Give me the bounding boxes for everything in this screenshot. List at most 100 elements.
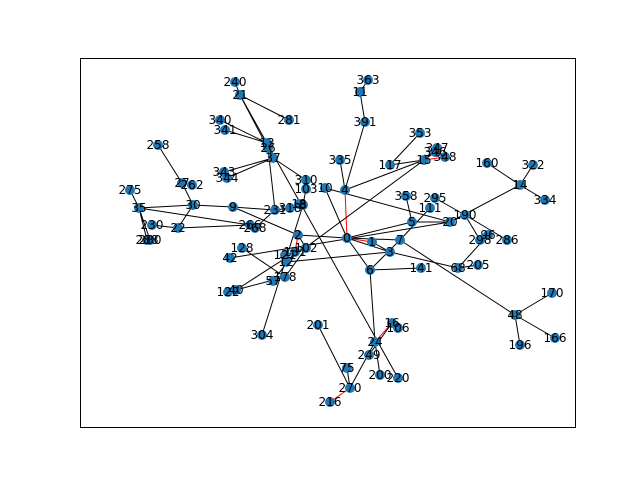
node-label-141: 141 — [410, 261, 433, 275]
edge-4-335 — [339, 159, 346, 191]
node-label-7: 7 — [396, 233, 404, 247]
node-label-48: 48 — [507, 308, 522, 322]
edge-0-2 — [297, 234, 348, 239]
node-label-128: 128 — [231, 241, 254, 255]
node-label-220: 220 — [387, 371, 410, 385]
node-label-37: 37 — [265, 151, 280, 165]
node-label-6: 6 — [366, 263, 374, 277]
node-35 — [134, 203, 144, 213]
node-label-295: 295 — [424, 191, 447, 205]
edge-7-48 — [399, 239, 516, 316]
edge-6-141 — [369, 267, 422, 271]
edge-15-117 — [389, 159, 425, 166]
node-26 — [263, 143, 273, 153]
edge-35-288 — [138, 207, 148, 241]
node-label-12: 12 — [278, 255, 293, 269]
node-102 — [301, 243, 311, 253]
node-label-18: 18 — [291, 197, 306, 211]
node-37 — [268, 153, 278, 163]
node-40 — [231, 285, 241, 295]
node-258 — [153, 140, 163, 150]
node-57 — [268, 276, 278, 286]
edge-3-12 — [285, 251, 391, 263]
node-label-160: 160 — [476, 156, 499, 170]
node-7 — [395, 235, 405, 245]
node-label-230: 230 — [141, 218, 164, 232]
node-334 — [540, 195, 550, 205]
node-label-68: 68 — [450, 261, 465, 275]
edge-35-266 — [138, 207, 251, 226]
edge-9-231 — [232, 206, 276, 211]
edge-0-6 — [346, 237, 371, 271]
edge-190-286 — [464, 214, 508, 241]
node-label-310: 310 — [295, 173, 318, 187]
node-30 — [188, 200, 198, 210]
edge-9-30 — [192, 204, 234, 208]
node-label-170: 170 — [541, 286, 564, 300]
edge-22-266 — [177, 224, 251, 229]
node-6 — [365, 265, 375, 275]
node-label-363: 363 — [357, 73, 380, 87]
edge-0-4 — [344, 189, 348, 239]
node-label-27: 27 — [174, 176, 189, 190]
node-label-24: 24 — [367, 335, 382, 349]
node-label-21: 21 — [232, 88, 247, 102]
node-label-1: 1 — [368, 235, 376, 249]
node-label-318: 318 — [279, 201, 302, 215]
node-5 — [407, 217, 417, 227]
node-label-348: 348 — [434, 150, 457, 164]
node-label-111: 111 — [419, 201, 442, 215]
node-201 — [313, 320, 323, 330]
node-340 — [215, 115, 225, 125]
node-128 — [237, 243, 247, 253]
edge-4-15 — [344, 159, 425, 191]
nodes-layer — [125, 75, 560, 407]
node-label-13: 13 — [259, 136, 274, 150]
node-170 — [547, 288, 557, 298]
node-label-341: 341 — [214, 123, 237, 137]
node-18 — [294, 199, 304, 209]
node-label-75: 75 — [339, 361, 354, 375]
node-label-15: 15 — [416, 153, 431, 167]
node-353 — [415, 128, 425, 138]
node-label-280: 280 — [139, 233, 162, 247]
edge-391-11 — [359, 91, 366, 123]
node-label-358: 358 — [395, 189, 418, 203]
edge-24-200 — [374, 341, 381, 376]
node-label-205: 205 — [467, 258, 490, 272]
node-344 — [222, 173, 232, 183]
node-391 — [360, 117, 370, 127]
node-22 — [173, 223, 183, 233]
node-275 — [125, 185, 135, 195]
node-label-344: 344 — [216, 171, 239, 185]
node-label-216: 216 — [319, 395, 342, 409]
node-label-35: 35 — [131, 201, 146, 215]
edge-48-196 — [514, 314, 521, 346]
edge-3-68 — [389, 251, 459, 269]
edge-8-304 — [261, 204, 304, 336]
node-42 — [225, 253, 235, 263]
node-label-103: 103 — [295, 182, 318, 196]
node-121 — [280, 250, 290, 260]
node-label-268: 268 — [244, 221, 267, 235]
node-178 — [280, 272, 290, 282]
node-label-288: 288 — [136, 233, 159, 247]
edge-16-249 — [368, 322, 393, 356]
node-label-335: 335 — [329, 153, 352, 167]
node-label-11: 11 — [352, 85, 367, 99]
node-label-391: 391 — [354, 115, 377, 129]
edge-48-166 — [514, 314, 556, 339]
node-label-106: 106 — [387, 321, 410, 335]
node-label-102: 102 — [295, 241, 318, 255]
edge-30-35 — [138, 204, 194, 209]
node-322 — [528, 160, 538, 170]
edge-21-281 — [239, 94, 290, 121]
node-220 — [393, 373, 403, 383]
node-270 — [345, 383, 355, 393]
node-318 — [285, 203, 295, 213]
node-295 — [430, 193, 440, 203]
node-label-131: 131 — [284, 245, 307, 259]
node-11 — [355, 87, 365, 97]
edge-48-170 — [514, 292, 553, 316]
